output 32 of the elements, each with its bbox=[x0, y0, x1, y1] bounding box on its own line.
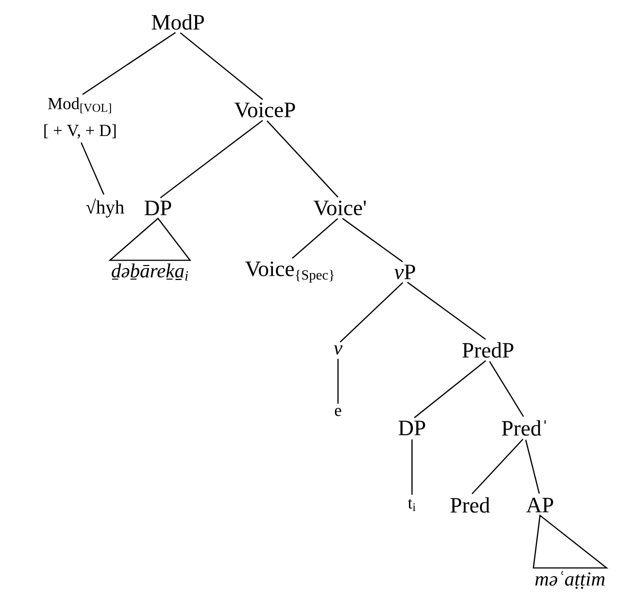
branch-line bbox=[337, 358, 339, 404]
branch-line bbox=[266, 120, 338, 198]
category-label: AP bbox=[526, 498, 554, 512]
word-label: ḏəḇāreḵa̱$_{i}$ bbox=[112, 264, 188, 280]
branch-line bbox=[414, 360, 486, 418]
branch-line bbox=[342, 218, 403, 262]
category-label: vP bbox=[394, 264, 416, 280]
category-label: √hyh bbox=[86, 198, 124, 218]
feature-label: Mod$_{[VOL]}$ [ + V, + D] bbox=[44, 97, 116, 139]
category-label: e bbox=[334, 408, 342, 416]
category-label: v bbox=[334, 345, 342, 355]
category-label: t$_{i}$ bbox=[408, 498, 416, 512]
category-label: DP bbox=[144, 200, 172, 216]
branch-line bbox=[472, 438, 524, 494]
category-label: DP bbox=[398, 420, 426, 436]
category-label: Predˈ bbox=[502, 420, 546, 436]
branch-line bbox=[407, 282, 486, 340]
branch-line bbox=[180, 32, 264, 100]
category-label: VoiceP bbox=[234, 102, 295, 118]
category-label: ModP bbox=[152, 14, 204, 30]
branch-line bbox=[525, 440, 540, 494]
branch-line bbox=[80, 142, 104, 195]
branch-line bbox=[82, 32, 176, 96]
branch-line bbox=[489, 361, 524, 417]
branch-line bbox=[160, 120, 263, 198]
category-label: Voice' bbox=[314, 200, 366, 216]
category-label: PredP bbox=[462, 342, 514, 358]
category-label: Pred bbox=[450, 497, 490, 513]
branch-line bbox=[292, 218, 338, 259]
branch-line bbox=[411, 439, 413, 495]
word-label: məʿaṭṭim bbox=[535, 571, 605, 589]
branch-line bbox=[340, 282, 404, 342]
